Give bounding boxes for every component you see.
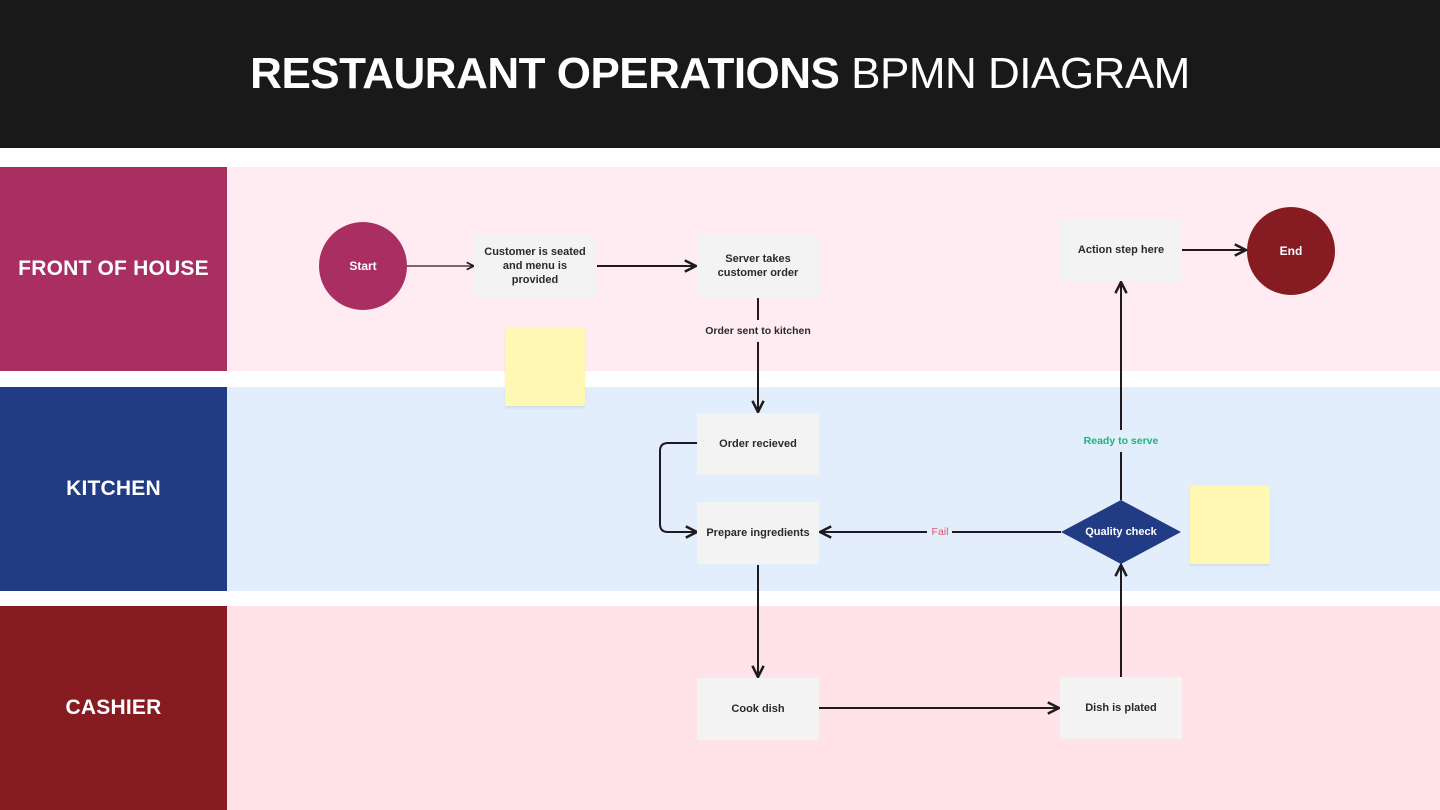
page-title: RESTAURANT OPERATIONS BPMN DIAGRAM [250, 49, 1190, 99]
edge-label-order-sent: Order sent to kitchen [705, 325, 811, 337]
edge-label-ready-to-serve: Ready to serve [1083, 435, 1159, 447]
end-event-label: End [1279, 244, 1303, 258]
lane-label-kitchen: KITCHEN [0, 387, 227, 591]
task-label: Cook dish [731, 702, 785, 715]
lane-front-of-house: FRONT OF HOUSE [0, 167, 1440, 371]
task-order-received[interactable]: Order recieved [697, 413, 819, 475]
lane-label-cashier: CASHIER [0, 606, 227, 810]
end-event[interactable]: End [1247, 207, 1335, 295]
gateway-label: Quality check [1085, 526, 1157, 538]
header-bar: RESTAURANT OPERATIONS BPMN DIAGRAM [0, 0, 1440, 148]
task-server-takes-order[interactable]: Server takes customer order [697, 235, 819, 297]
task-label: Prepare ingredients [706, 526, 810, 539]
task-label: Action step here [1077, 243, 1165, 256]
sticky-note[interactable] [505, 328, 585, 406]
task-prepare-ingredients[interactable]: Prepare ingredients [697, 502, 819, 564]
task-cook-dish[interactable]: Cook dish [697, 678, 819, 740]
lane-label-front-of-house: FRONT OF HOUSE [0, 167, 227, 371]
task-label: Order recieved [719, 437, 797, 450]
lane-body-cashier [227, 606, 1440, 810]
edge-label-fail: Fail [931, 526, 949, 538]
task-action-step[interactable]: Action step here [1060, 219, 1182, 281]
title-bold: RESTAURANT OPERATIONS [250, 49, 840, 98]
task-label: Customer is seated and menu is provided [484, 245, 586, 287]
task-dish-plated[interactable]: Dish is plated [1060, 677, 1182, 739]
sticky-note[interactable] [1190, 486, 1270, 564]
start-event-label: Start [349, 259, 377, 273]
task-label: Server takes customer order [717, 252, 799, 279]
title-regular: BPMN DIAGRAM [851, 49, 1190, 98]
start-event[interactable]: Start [319, 222, 407, 310]
task-customer-seated[interactable]: Customer is seated and menu is provided [474, 235, 596, 297]
task-label: Dish is plated [1085, 701, 1157, 714]
lane-body-front-of-house [227, 167, 1440, 371]
